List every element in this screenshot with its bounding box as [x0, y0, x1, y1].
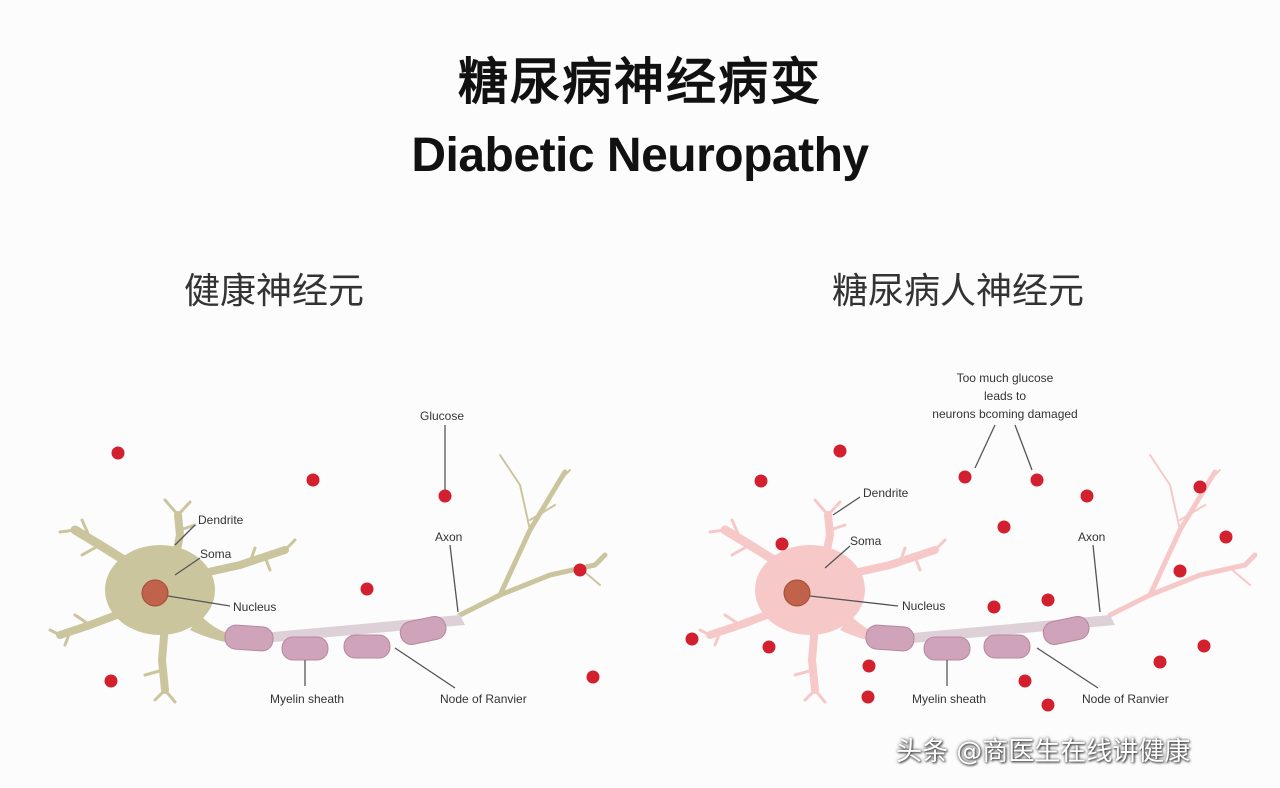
glucose-dot	[1153, 655, 1167, 669]
glucose-dot	[987, 600, 1001, 614]
glucose-dot	[104, 674, 118, 688]
glucose-dot	[1030, 473, 1044, 487]
glucose-dot	[862, 659, 876, 673]
annotation-line-3: neurons bcoming damaged	[932, 407, 1077, 421]
annotation-line-1: Too much glucose	[957, 371, 1054, 385]
glucose-dot	[762, 640, 776, 654]
glucose-dot	[438, 489, 452, 503]
glucose-dot	[1219, 530, 1233, 544]
label-soma: Soma	[200, 547, 232, 561]
label-nucleus: Nucleus	[902, 599, 945, 613]
glucose-dot	[861, 690, 875, 704]
glucose-dot	[997, 520, 1011, 534]
annotation-line-2: leads to	[984, 389, 1026, 403]
label-nucleus: Nucleus	[233, 600, 276, 614]
myelin-sheaths	[224, 616, 447, 661]
label-glucose: Glucose	[420, 409, 464, 423]
glucose-dot	[1041, 698, 1055, 712]
glucose-dot	[1197, 639, 1211, 653]
glucose-dot	[754, 474, 768, 488]
label-axon: Axon	[435, 530, 462, 544]
label-dendrite: Dendrite	[863, 486, 909, 500]
nucleus	[783, 579, 811, 607]
label-myelin-sheath: Myelin sheath	[912, 692, 986, 706]
glucose-dot	[775, 537, 789, 551]
heading-diabetic-neuron: 糖尿病人神经元	[832, 271, 1085, 312]
healthy-neuron-body	[50, 455, 605, 702]
glucose-dot	[685, 632, 699, 646]
glucose-dot	[306, 473, 320, 487]
diabetic-neuron	[700, 455, 1255, 702]
glucose-molecules	[104, 444, 1233, 712]
myelin-sheaths	[865, 616, 1090, 661]
nucleus	[141, 579, 169, 607]
heading-healthy-neuron: 健康神经元	[184, 271, 365, 312]
label-node-of-ranvier: Node of Ranvier	[440, 692, 527, 706]
glucose-dot	[1173, 564, 1187, 578]
label-soma: Soma	[850, 534, 882, 548]
glucose-dot	[958, 470, 972, 484]
label-dendrite: Dendrite	[198, 513, 244, 527]
label-axon: Axon	[1078, 530, 1105, 544]
title-chinese: 糖尿病神经病变	[458, 53, 822, 111]
glucose-dot	[1193, 480, 1207, 494]
glucose-dot	[586, 670, 600, 684]
glucose-dot	[1018, 674, 1032, 688]
title-english: Diabetic Neuropathy	[411, 129, 869, 182]
glucose-dot	[111, 446, 125, 460]
label-myelin-sheath: Myelin sheath	[270, 692, 344, 706]
glucose-dot	[360, 582, 374, 596]
glucose-dot	[1041, 593, 1055, 607]
diabetic-neuron-body	[700, 455, 1255, 702]
label-node-of-ranvier: Node of Ranvier	[1082, 692, 1169, 706]
glucose-dot	[1080, 489, 1094, 503]
watermark: 头条 @商医生在线讲健康	[896, 737, 1191, 767]
glucose-dot	[833, 444, 847, 458]
glucose-dot	[573, 563, 587, 577]
healthy-neuron	[50, 455, 605, 702]
